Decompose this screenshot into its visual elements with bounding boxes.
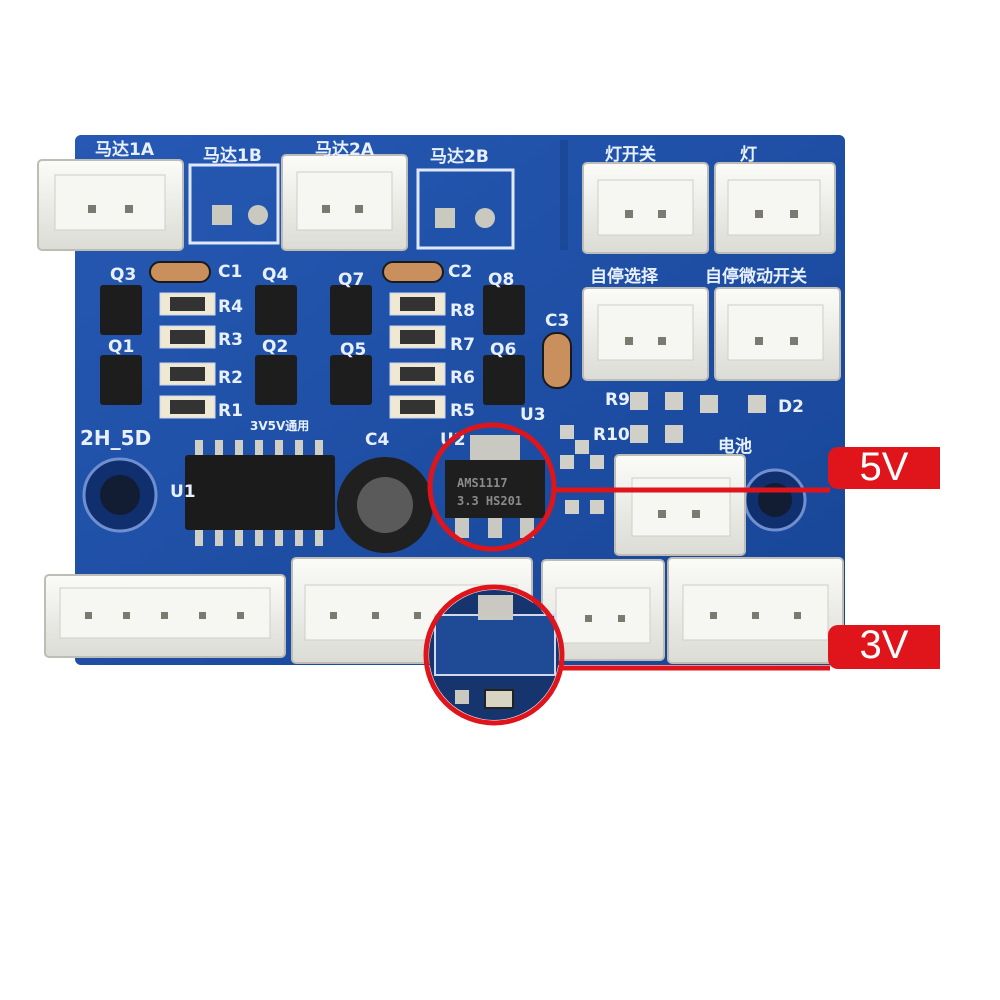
smd-pads-right [560, 392, 766, 514]
connector-auto-stop-select [582, 287, 709, 381]
label-r10: R10 [593, 425, 630, 445]
label-u3: U3 [520, 405, 546, 425]
connector-motor-1a [37, 159, 184, 251]
label-r7: R7 [450, 335, 475, 355]
regulator-line-2: 3.3 HS201 [457, 494, 522, 508]
label-d2: D2 [778, 397, 804, 417]
label-motor-2a: 马达2A [315, 139, 375, 160]
label-c1: C1 [218, 262, 242, 282]
ic-u1 [185, 440, 335, 546]
callout-3v-label: 3V [859, 623, 909, 667]
label-r4: R4 [218, 297, 243, 317]
label-auto-stop-select: 自停选择 [590, 266, 659, 287]
label-auto-stop-microswitch: 自停微动开关 [705, 266, 807, 287]
label-light-switch: 灯开关 [605, 144, 656, 165]
mounting-hole-left [82, 457, 158, 533]
label-3v5v-universal: 3V5V通用 [250, 418, 309, 433]
label-c4: C4 [365, 430, 389, 450]
connector-auto-stop-microswitch [714, 287, 841, 381]
label-c3: C3 [545, 311, 569, 331]
highlight-5v [427, 422, 830, 552]
label-light: 灯 [740, 145, 757, 165]
footprint-motor-1b [188, 163, 280, 245]
regulator-line-1: AMS1117 [457, 476, 508, 490]
connector-light [714, 162, 836, 254]
label-r1: R1 [218, 401, 243, 421]
connector-bottom-5pin [44, 574, 286, 658]
label-r6: R6 [450, 368, 475, 388]
label-motor-1a: 马达1A [95, 139, 155, 160]
label-r5: R5 [450, 401, 475, 421]
smd-components-left [100, 261, 297, 419]
connector-bottom-2pin [541, 559, 665, 661]
zoom-3v-regulator [429, 590, 559, 720]
label-u1: U1 [170, 482, 196, 502]
label-r8: R8 [450, 301, 475, 321]
label-motor-1b: 马达1B [203, 145, 262, 166]
label-q6: Q6 [490, 340, 516, 360]
callout-5v: 5V [828, 447, 940, 489]
connector-light-switch [582, 162, 709, 254]
connector-battery [614, 454, 746, 556]
label-r9: R9 [605, 390, 630, 410]
label-q1: Q1 [108, 337, 134, 357]
label-battery: 电池 [718, 436, 752, 457]
callout-3v: 3V [828, 625, 940, 669]
label-q5: Q5 [340, 340, 366, 360]
mounting-hole-right [743, 468, 807, 532]
label-q3: Q3 [110, 265, 136, 285]
label-r3: R3 [218, 330, 243, 350]
footprint-motor-2b [416, 168, 515, 250]
regulator-u2: AMS1117 3.3 HS201 [445, 435, 545, 538]
capacitor-c4 [337, 457, 433, 553]
label-r2: R2 [218, 368, 243, 388]
label-q7: Q7 [338, 270, 364, 290]
connector-motor-2a [281, 154, 408, 251]
smd-components-middle [330, 261, 572, 419]
highlight-3v [423, 584, 830, 726]
label-c2: C2 [448, 262, 472, 282]
label-q8: Q8 [488, 270, 514, 290]
label-motor-2b: 马达2B [430, 146, 489, 167]
connector-bottom-3pin [667, 557, 844, 664]
label-q2: Q2 [262, 337, 288, 357]
label-q4: Q4 [262, 265, 288, 285]
label-2h-5d: 2H_5D [80, 426, 151, 450]
callout-5v-label: 5V [859, 445, 909, 489]
